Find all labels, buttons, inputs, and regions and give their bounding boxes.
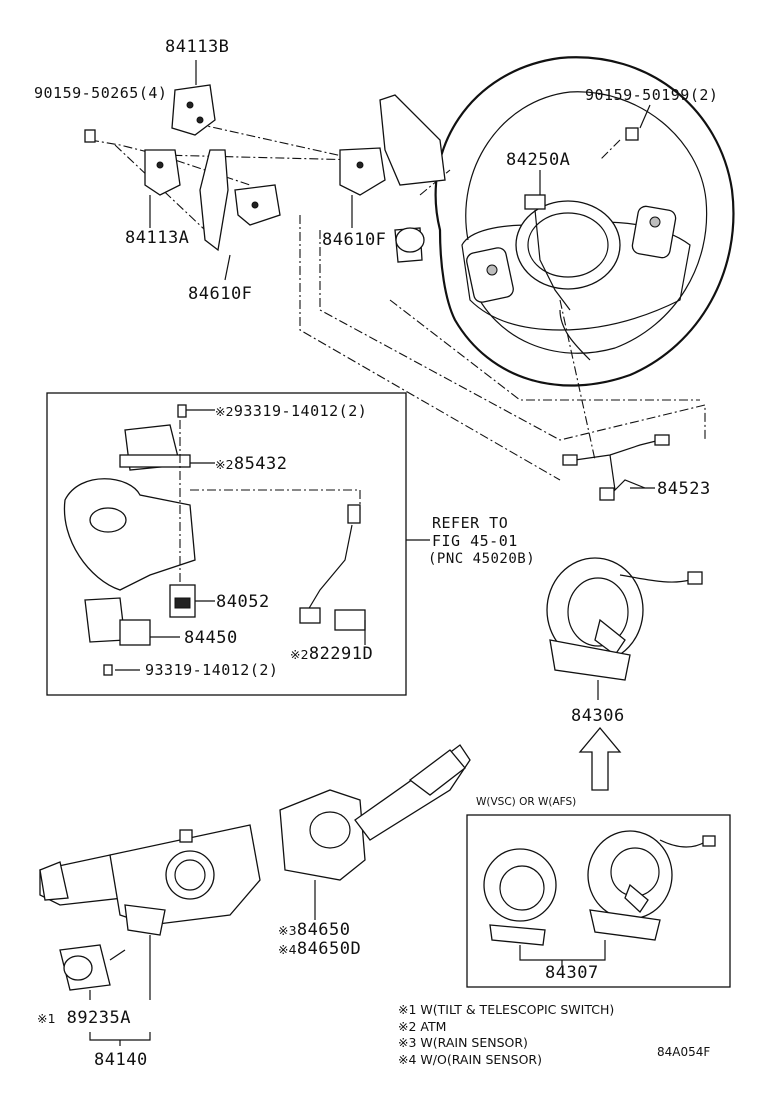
legend-item: ※3 W(RAIN SENSOR) bbox=[398, 1035, 614, 1050]
marker-tilt: ※1 bbox=[37, 1011, 56, 1026]
wire-84523 bbox=[562, 434, 670, 501]
label-84650d: ※484650D bbox=[278, 941, 361, 958]
label-85432: ※285432 bbox=[215, 456, 288, 473]
label-82291d: ※282291D bbox=[290, 646, 373, 663]
label-90159-50265: 90159-50265(4) bbox=[34, 84, 168, 102]
marker-atm: ※2 bbox=[290, 647, 309, 662]
atm-group-box bbox=[46, 392, 407, 696]
wiper-switch-84650 bbox=[279, 744, 471, 920]
arrow-up bbox=[578, 726, 622, 791]
spiral-cable-84307-a bbox=[483, 848, 557, 946]
solenoid-84052 bbox=[169, 584, 196, 618]
legend-mark: ※2 bbox=[398, 1018, 417, 1034]
label-84650-text: 84650 bbox=[296, 920, 351, 940]
tilt-switch-89235a bbox=[59, 944, 126, 1000]
label-84523: 84523 bbox=[657, 479, 711, 499]
legend-text: W/O(RAIN SENSOR) bbox=[420, 1051, 542, 1067]
wire-82291d bbox=[299, 504, 366, 631]
label-82291d-text: 82291D bbox=[308, 644, 374, 664]
figure-code: 84A054F bbox=[657, 1045, 711, 1059]
label-84250a: 84250A bbox=[506, 150, 571, 170]
legend-item: ※2 ATM bbox=[398, 1018, 614, 1034]
legend-text: ATM bbox=[420, 1018, 447, 1034]
label-84650: ※384650 bbox=[278, 922, 351, 939]
column-stub bbox=[394, 227, 425, 263]
label-84610f-left: 84610F bbox=[188, 284, 253, 304]
label-89235a-text: 89235A bbox=[66, 1008, 131, 1028]
label-84610f-mid: 84610F bbox=[322, 230, 387, 250]
bracket-84113a bbox=[144, 149, 181, 196]
label-84113b: 84113B bbox=[165, 37, 230, 57]
legend-item: ※1 W(TILT & TELESCOPIC SWITCH) bbox=[398, 1002, 615, 1017]
combination-switch-84140 bbox=[39, 824, 261, 1000]
legend-text: W(RAIN SENSOR) bbox=[420, 1035, 528, 1050]
marker-rain-sensor: ※3 bbox=[278, 923, 297, 938]
refer-note-line3: (PNC 45020B) bbox=[428, 551, 536, 567]
bracket-84113b bbox=[171, 84, 216, 136]
key-interlock-85432 bbox=[119, 424, 191, 471]
label-84307: 84307 bbox=[545, 963, 599, 983]
variant-caption: W(VSC) OR W(AFS) bbox=[476, 796, 577, 808]
paddle-shifter-left bbox=[199, 149, 281, 252]
steering-wheel bbox=[434, 56, 735, 387]
marker-no-rain-sensor: ※4 bbox=[278, 942, 297, 957]
label-85432-text: 85432 bbox=[233, 454, 288, 474]
legend-text: W(TILT & TELESCOPIC SWITCH) bbox=[420, 1002, 615, 1017]
legend: ※1 W(TILT & TELESCOPIC SWITCH) ※2 ATM ※3… bbox=[398, 1002, 615, 1067]
screw-93319-bottom bbox=[103, 664, 113, 676]
paddle-shifter-right bbox=[339, 94, 446, 196]
horn-wire-84250a bbox=[524, 194, 571, 311]
legend-mark: ※4 bbox=[398, 1051, 417, 1067]
label-90159-50199: 90159-50199(2) bbox=[585, 86, 719, 104]
refer-note-line1: REFER TO bbox=[432, 514, 509, 532]
marker-atm: ※2 bbox=[215, 457, 234, 472]
label-84113a: 84113A bbox=[125, 228, 190, 248]
screw-93319-top bbox=[177, 404, 187, 418]
refer-note-line2: FIG 45-01 bbox=[432, 532, 518, 550]
label-93319-bottom: 93319-14012(2) bbox=[145, 661, 279, 679]
switch-84450 bbox=[84, 597, 151, 646]
label-93319-top-text: 93319-14012(2) bbox=[233, 402, 368, 420]
label-84450: 84450 bbox=[184, 628, 238, 648]
label-84650d-text: 84650D bbox=[296, 939, 362, 959]
legend-item: ※4 W/O(RAIN SENSOR) bbox=[398, 1051, 614, 1067]
spiral-cable-84307-b bbox=[587, 830, 716, 941]
label-89235a: ※1 89235A bbox=[37, 1010, 131, 1027]
marker-atm: ※2 bbox=[215, 404, 234, 419]
variant-box bbox=[466, 814, 731, 988]
label-84306: 84306 bbox=[571, 706, 625, 726]
label-84052: 84052 bbox=[216, 592, 270, 612]
spiral-cable-84306 bbox=[546, 557, 703, 700]
bolt-90159-50199 bbox=[625, 127, 639, 141]
label-84140: 84140 bbox=[94, 1050, 148, 1070]
label-93319-top: ※293319-14012(2) bbox=[215, 404, 367, 419]
column-housing bbox=[63, 478, 196, 591]
legend-mark: ※1 bbox=[398, 1002, 417, 1017]
bolt-90159-50265 bbox=[84, 129, 96, 143]
legend-mark: ※3 bbox=[398, 1035, 417, 1050]
